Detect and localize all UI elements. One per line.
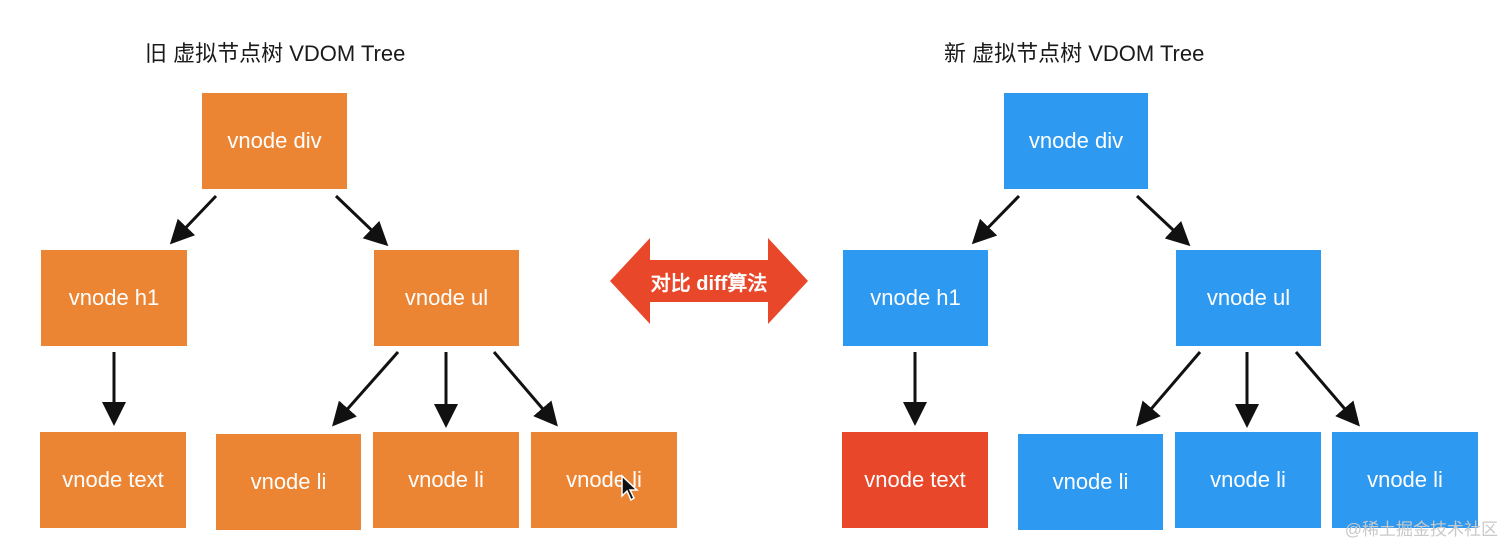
watermark: @稀土掘金技术社区 (1344, 520, 1498, 539)
edge-old-root-h1 (169, 194, 218, 245)
new-node-li-3: vnode li (1332, 432, 1478, 528)
new-node-h1: vnode h1 (843, 250, 988, 346)
new-node-li-1: vnode li (1018, 434, 1163, 530)
old-node-li-1: vnode li (216, 434, 361, 530)
edge-new-root-ul (1135, 194, 1191, 247)
edge-old-root-ul (334, 194, 389, 247)
edge-old-ul-li3 (492, 351, 558, 427)
old-node-text: vnode text (40, 432, 186, 528)
new-node-li-2: vnode li (1175, 432, 1321, 528)
edge-new-ul-li1 (1136, 351, 1202, 427)
new-node-ul: vnode ul (1176, 250, 1321, 346)
old-node-li-3: vnode li (531, 432, 677, 528)
edge-new-root-h1 (971, 194, 1021, 245)
old-node-div: vnode div (202, 93, 347, 189)
new-node-div: vnode div (1004, 93, 1148, 189)
edge-old-ul-li1 (332, 351, 400, 427)
new-tree-title: 新 虚拟节点树 VDOM Tree (944, 41, 1205, 66)
mouse-cursor-icon (621, 474, 639, 502)
new-node-text-changed: vnode text (842, 432, 988, 528)
compare-double-arrow-icon (610, 238, 808, 324)
old-node-li-2: vnode li (373, 432, 519, 528)
old-node-ul: vnode ul (374, 250, 519, 346)
edge-new-ul-li3 (1294, 351, 1360, 427)
old-tree-title: 旧 虚拟节点树 VDOM Tree (145, 41, 406, 66)
compare-label: 对比 diff算法 (650, 272, 768, 295)
old-node-h1: vnode h1 (41, 250, 187, 346)
